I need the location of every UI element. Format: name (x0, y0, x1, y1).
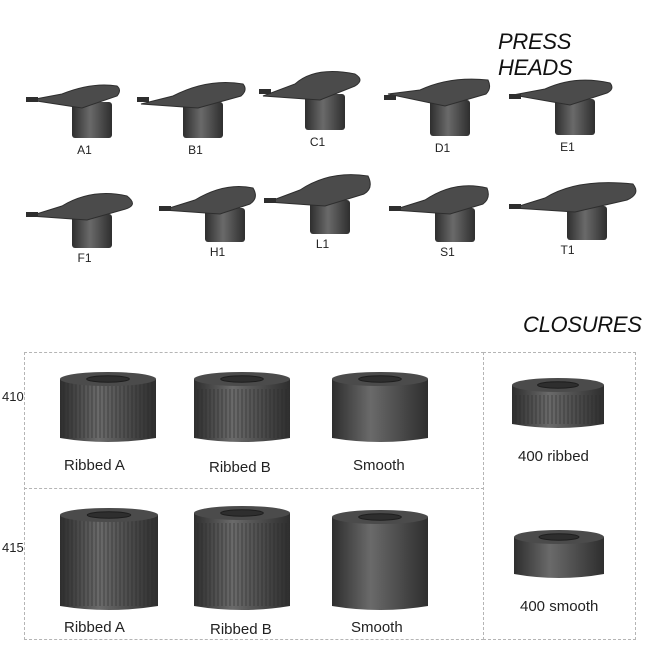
closures-400-box (483, 352, 636, 640)
press-head-h1: H1 (155, 180, 280, 290)
closure-400-ribbed-icon (512, 378, 604, 428)
press-head-label: A1 (77, 143, 92, 157)
press-head-c1-icon (259, 71, 361, 130)
press-head-label: S1 (440, 245, 455, 259)
closure-415-ribbed-a-icon (60, 508, 158, 610)
press-head-label: B1 (188, 143, 203, 157)
press-head-label: C1 (309, 135, 326, 149)
closure-410-ribbed-a-icon (60, 372, 156, 442)
press-head-l1-icon (264, 174, 371, 234)
closure-label: Ribbed A (64, 619, 125, 636)
press-head-f1-icon (26, 193, 133, 248)
press-head-label: D1 (434, 141, 451, 155)
press-head-a1-icon (26, 84, 120, 138)
press-heads-title: PRESS HEADS (498, 29, 573, 80)
closure-400-smooth-icon (514, 530, 604, 578)
closure-label: Smooth (353, 457, 405, 474)
press-head-f1: F1 (22, 186, 147, 296)
row-divider (24, 488, 484, 489)
closure-label: 400 smooth (520, 598, 599, 615)
press-head-d1-icon (384, 78, 491, 136)
press-head-a1: A1 (22, 78, 147, 188)
closure-410-smooth-icon (332, 372, 428, 442)
press-head-c1: C1 (255, 70, 380, 180)
press-head-label: F1 (77, 251, 92, 265)
press-head-b1-icon (137, 82, 246, 138)
press-head-l1: L1 (260, 172, 385, 282)
press-head-label: T1 (560, 243, 575, 257)
closures-title: CLOSURES (523, 312, 642, 337)
press-head-t1-icon (509, 182, 637, 240)
closure-410-ribbed-b-icon (194, 372, 290, 442)
closure-415-smooth-icon (332, 510, 428, 610)
closure-415-ribbed-b-icon (194, 506, 290, 610)
closure-label: 400 ribbed (518, 448, 589, 465)
press-head-t1: T1 (505, 178, 637, 288)
press-head-b1: B1 (133, 78, 258, 188)
closure-label: Ribbed A (64, 457, 125, 474)
press-head-d1: D1 (380, 76, 505, 186)
press-head-s1-icon (389, 185, 489, 242)
press-head-s1: S1 (385, 180, 510, 290)
closure-label: Smooth (351, 619, 403, 636)
press-head-label: H1 (209, 245, 226, 259)
press-head-h1-icon (159, 186, 256, 242)
press-head-label: E1 (560, 140, 575, 154)
closure-label: Ribbed B (209, 459, 271, 476)
press-head-e1: E1 (505, 75, 630, 185)
row-label-410: 410 (2, 389, 24, 404)
press-head-label: L1 (315, 237, 330, 251)
closure-label: Ribbed B (210, 621, 272, 638)
press-head-e1-icon (509, 79, 613, 135)
row-label-415: 415 (2, 540, 24, 555)
